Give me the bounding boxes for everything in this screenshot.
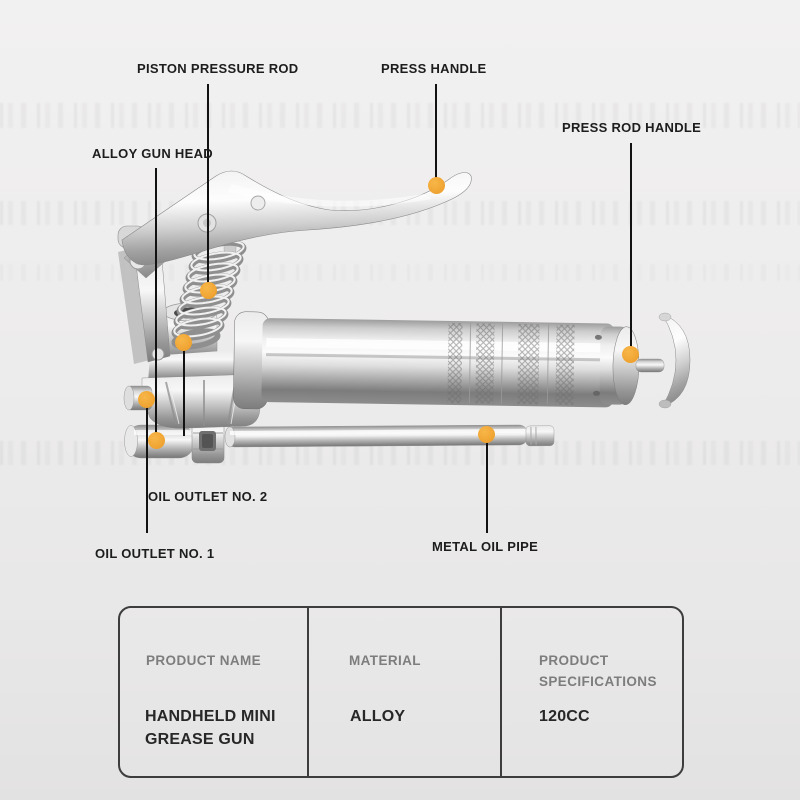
callout-line-press-rod-handle	[630, 143, 632, 348]
callout-label-press-handle: PRESS HANDLE	[381, 61, 487, 76]
callout-label-press-rod-handle: PRESS ROD HANDLE	[562, 120, 702, 135]
spec-value-product-name: HANDHELD MINI GREASE GUN	[145, 708, 276, 748]
callout-label-metal-oil-pipe: METAL OIL PIPE	[432, 539, 539, 554]
spec-value-material: ALLOY	[350, 708, 406, 725]
callout-line-metal-oil-pipe	[486, 439, 488, 533]
callout-line-oil-outlet-no-2	[183, 345, 185, 436]
callout-label-alloy-gun-head: ALLOY GUN HEAD	[92, 146, 213, 161]
barrel	[233, 311, 640, 410]
spec-value-specifications: 120CC	[539, 708, 590, 725]
callout-line-piston-pressure-rod	[207, 84, 209, 285]
spec-header-product-name: PRODUCT NAME	[146, 653, 262, 668]
part-marker-oil-outlet-no-1	[138, 391, 155, 408]
callout-label-piston-pressure-rod: PISTON PRESSURE ROD	[137, 61, 299, 76]
callout-label-oil-outlet-no-1: OIL OUTLET NO. 1	[95, 546, 215, 561]
part-marker-alloy-gun-head	[148, 432, 165, 449]
metal-oil-pipe	[224, 424, 555, 448]
part-marker-oil-outlet-no-2	[175, 334, 192, 351]
part-marker-press-rod-handle	[622, 346, 639, 363]
callout-line-oil-outlet-no-1	[146, 404, 148, 533]
part-marker-piston-pressure-rod	[200, 282, 217, 299]
callout-line-alloy-gun-head	[155, 168, 157, 436]
part-marker-metal-oil-pipe	[478, 426, 495, 443]
spec-cell-specifications: PRODUCT SPECIFICATIONS 120CC	[500, 608, 682, 776]
press-handle-lever	[121, 170, 472, 266]
spec-cell-material: MATERIAL ALLOY	[307, 608, 500, 776]
callout-line-press-handle	[435, 84, 437, 179]
spec-table: PRODUCT NAME HANDHELD MINI GREASE GUN MA…	[118, 606, 684, 778]
callout-label-oil-outlet-no-2: OIL OUTLET NO. 2	[148, 489, 268, 504]
spec-header-specifications: PRODUCT SPECIFICATIONS	[539, 653, 657, 689]
press-rod-t-handle	[635, 312, 691, 409]
spec-header-material: MATERIAL	[349, 653, 421, 668]
part-marker-press-handle	[428, 177, 445, 194]
piston-spring	[171, 229, 247, 350]
spec-cell-product-name: PRODUCT NAME HANDHELD MINI GREASE GUN	[120, 608, 307, 776]
grease-gun-photo	[117, 170, 691, 464]
